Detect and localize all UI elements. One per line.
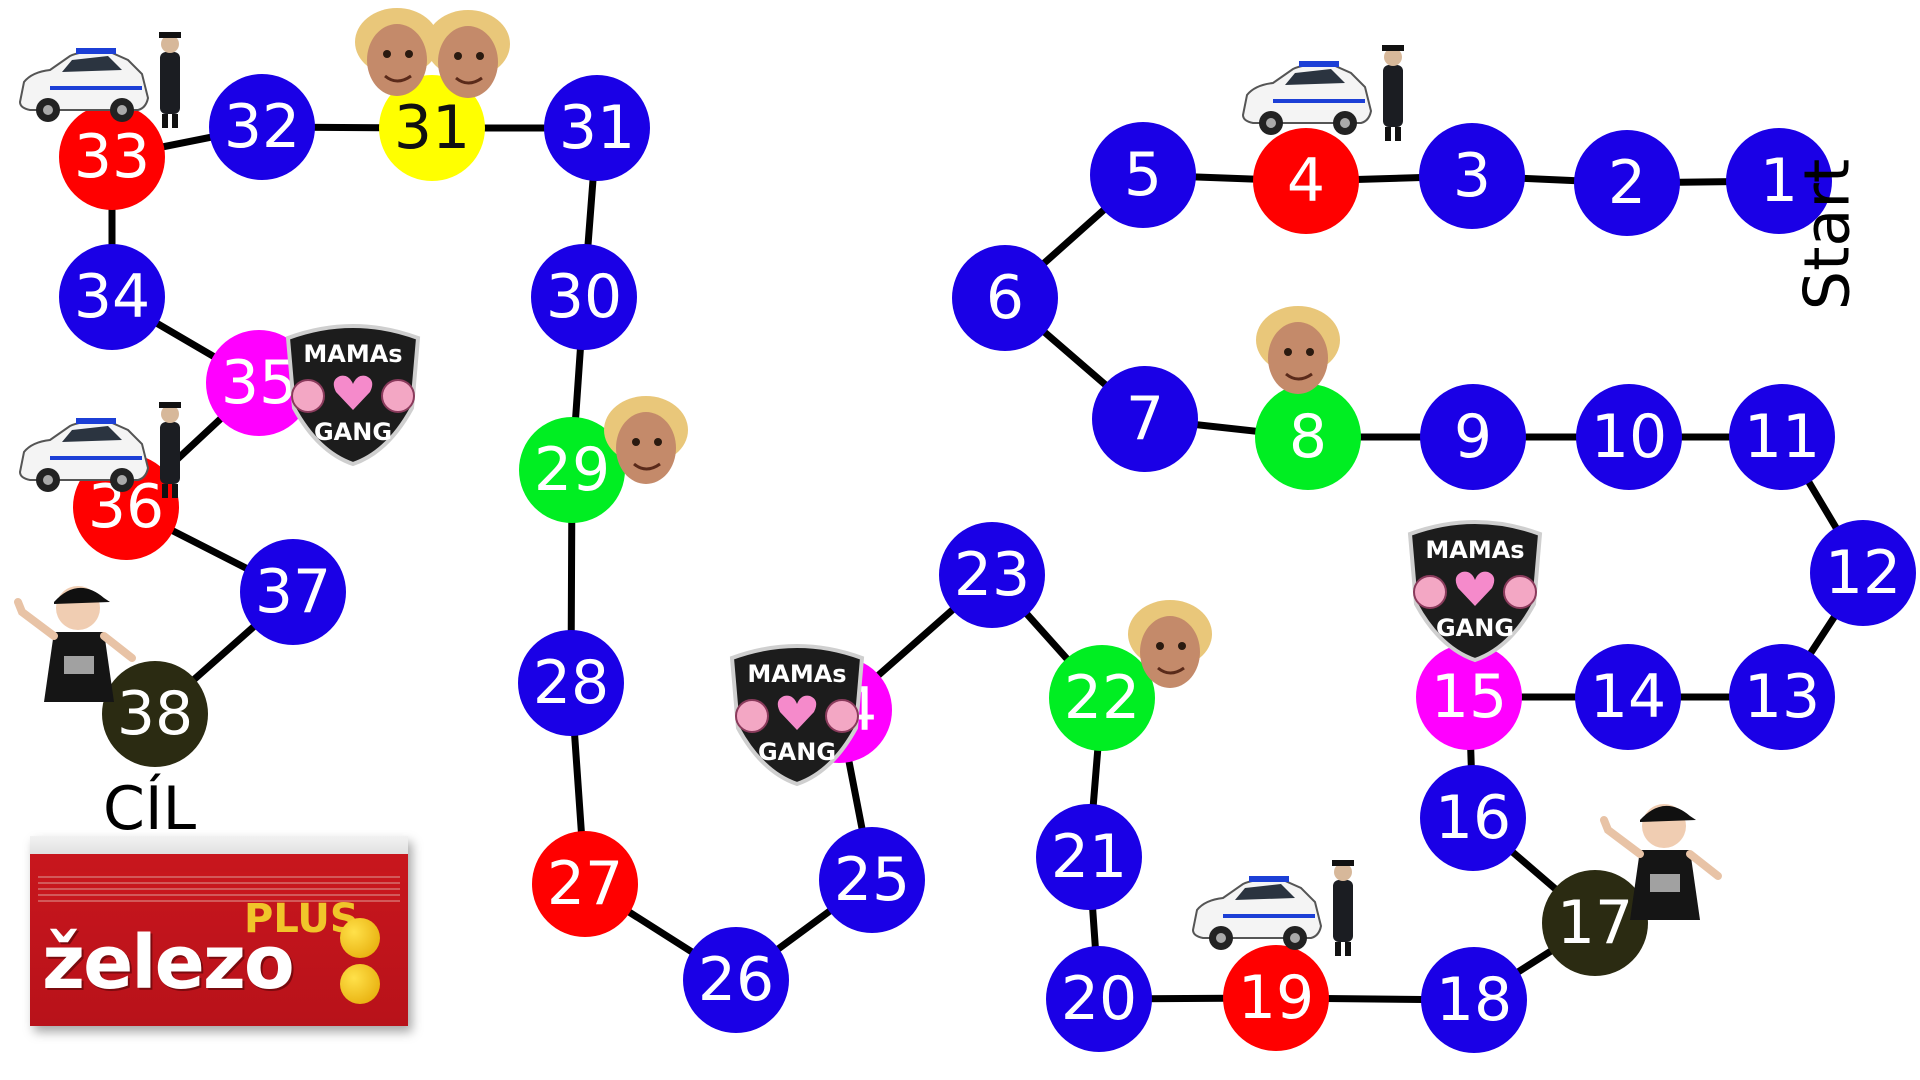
space-finish[interactable]: 17 (1542, 870, 1648, 976)
face-icon (418, 4, 518, 104)
space-normal[interactable]: 12 (1810, 520, 1916, 626)
police-car-icon (1233, 43, 1413, 143)
space-police[interactable]: 4 (1253, 128, 1359, 234)
svg-text:GANG: GANG (758, 738, 836, 766)
space-police[interactable]: 27 (532, 831, 638, 937)
space-police[interactable]: 33 (59, 104, 165, 210)
space-normal[interactable]: 7 (1092, 366, 1198, 472)
svg-text:GANG: GANG (1436, 614, 1514, 642)
iron-supplement-box: PLUS železo (30, 836, 408, 1026)
face-icon (1248, 300, 1348, 400)
space-normal[interactable]: 37 (240, 539, 346, 645)
space-normal[interactable]: 23 (939, 522, 1045, 628)
space-normal[interactable]: 3 (1419, 123, 1525, 229)
space-normal[interactable]: 16 (1420, 765, 1526, 871)
space-normal[interactable]: 5 (1090, 122, 1196, 228)
finish-label: CÍL (103, 774, 197, 844)
face-icon (347, 2, 447, 102)
police-car-icon (1183, 858, 1363, 958)
space-normal[interactable]: 10 (1576, 384, 1682, 490)
space-normal[interactable]: 21 (1036, 804, 1142, 910)
police-car-icon (10, 30, 190, 130)
police-car-icon (10, 400, 190, 500)
space-face[interactable]: 29 (519, 417, 625, 523)
space-normal[interactable]: 2 (1574, 130, 1680, 236)
start-label: Start (1790, 158, 1864, 311)
space-face[interactable]: 8 (1255, 384, 1361, 490)
space-normal[interactable]: 1 (1726, 128, 1832, 234)
space-normal[interactable]: 9 (1420, 384, 1526, 490)
space-gang[interactable]: 15 (1416, 644, 1522, 750)
boy-icon (14, 572, 144, 712)
space-yellow[interactable]: 31 (379, 75, 485, 181)
space-normal[interactable]: 25 (819, 827, 925, 933)
space-normal[interactable]: 11 (1729, 384, 1835, 490)
space-normal[interactable]: 32 (209, 74, 315, 180)
svg-text:MAMAs: MAMAs (747, 660, 846, 688)
space-normal[interactable]: 31 (544, 75, 650, 181)
pill-icon (340, 964, 380, 1004)
pill-dots (340, 918, 380, 1010)
space-normal[interactable]: 20 (1046, 946, 1152, 1052)
space-police[interactable]: 19 (1223, 945, 1329, 1051)
space-normal[interactable]: 14 (1575, 644, 1681, 750)
svg-text:MAMAs: MAMAs (1425, 536, 1524, 564)
space-normal[interactable]: 34 (59, 244, 165, 350)
space-normal[interactable]: 28 (518, 630, 624, 736)
face-icon (1120, 594, 1220, 694)
space-normal[interactable]: 13 (1729, 644, 1835, 750)
space-normal[interactable]: 26 (683, 927, 789, 1033)
space-normal[interactable]: 18 (1421, 947, 1527, 1053)
space-face[interactable]: 22 (1049, 645, 1155, 751)
face-icon (596, 390, 696, 490)
boy-icon (1600, 790, 1730, 930)
box-text-strip (38, 872, 400, 902)
svg-text:MAMAs: MAMAs (303, 340, 402, 368)
svg-text:GANG: GANG (314, 418, 392, 446)
pill-icon (340, 918, 380, 958)
product-brand-text: železo (42, 920, 295, 1006)
space-normal[interactable]: 6 (952, 245, 1058, 351)
space-normal[interactable]: 30 (531, 244, 637, 350)
product-plus-text: PLUS (244, 896, 359, 942)
space-finish[interactable]: 38 (102, 661, 208, 767)
